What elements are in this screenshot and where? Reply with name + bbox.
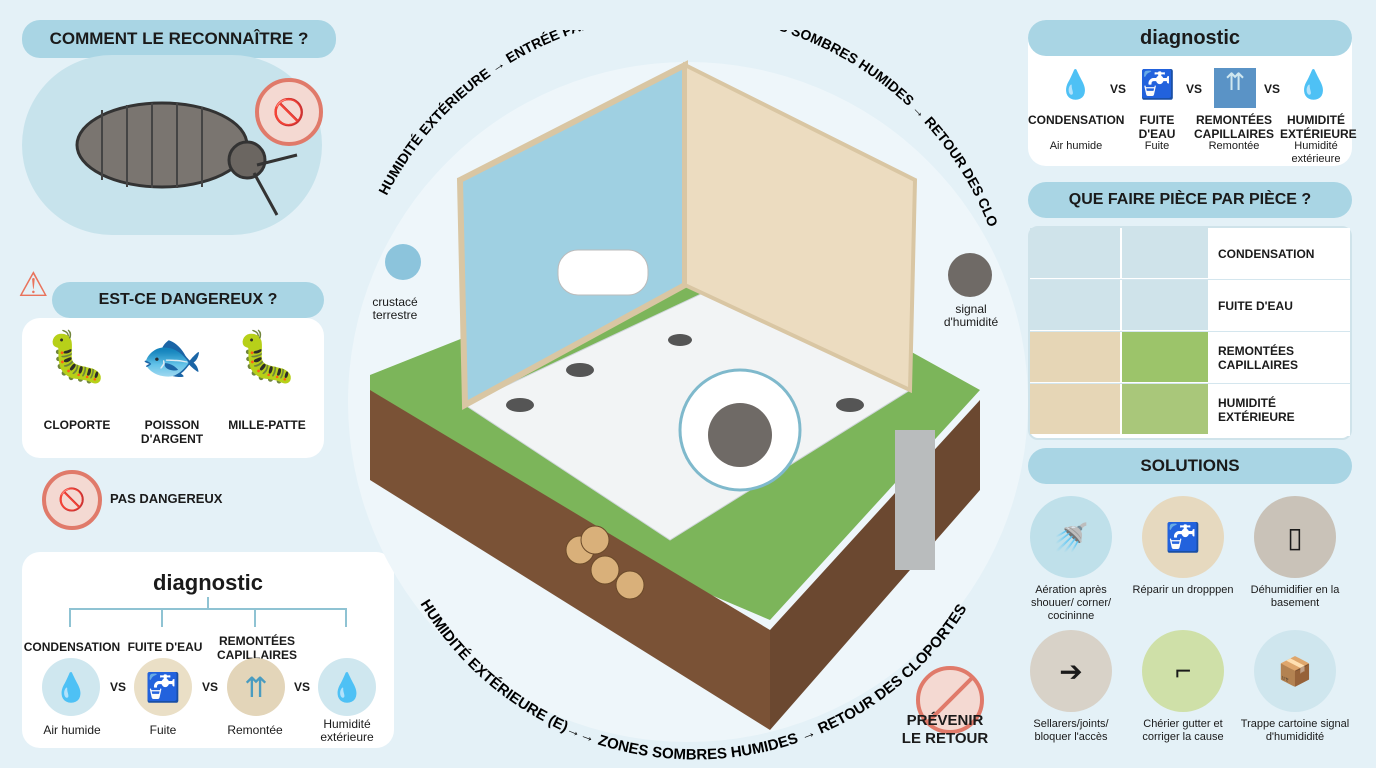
prevent-label: PRÉVENIR LE RETOUR bbox=[901, 712, 989, 747]
diag-condensation-title: CONDENSATION bbox=[23, 640, 121, 654]
diag-sub: Air humide bbox=[43, 723, 101, 737]
room-row-condensation: CONDENSATION bbox=[1030, 228, 1350, 280]
creature-cloporte: 🐛CLOPORTE bbox=[32, 328, 122, 432]
faucet-icon: 🚰 bbox=[1140, 69, 1175, 100]
outdoor-humidity-icon: 💧 bbox=[1296, 69, 1331, 100]
right-diagnostic-panel: diagnostic 💧 🚰 ⇈ 💧 VS VS VS CONDENSATION… bbox=[1028, 20, 1357, 166]
bathroom-thumbnail bbox=[1030, 228, 1120, 278]
vs-label: VS bbox=[202, 680, 219, 694]
woodlouse-icon: 🐛 bbox=[45, 329, 109, 385]
diag-title: FUITE D'EAU bbox=[1138, 113, 1176, 141]
millipede-icon: 🐛 bbox=[235, 329, 299, 385]
rooms-title: QUE FAIRE PIÈCE PAR PIÈCE ? bbox=[1028, 182, 1352, 218]
rolled-woodlouse-icon bbox=[948, 253, 992, 297]
solution-gutter: ⌐Chérier gutter et corriger la cause bbox=[1128, 630, 1238, 744]
sealing-icon: ➔ bbox=[1030, 630, 1112, 712]
callout-crustace: crustacé terrestre bbox=[372, 295, 418, 322]
shower-icon: 🚿 bbox=[1030, 496, 1112, 578]
diagnostic-tree-lines bbox=[69, 597, 347, 627]
droplets-icon: 💧 bbox=[42, 658, 100, 716]
solution-trap: 📦Trappe cartoine signal d'humididité bbox=[1240, 630, 1350, 744]
diag-sub: Remontée bbox=[227, 723, 283, 737]
no-insect-icon: 🚫 bbox=[255, 78, 323, 146]
foundation-wall bbox=[895, 430, 935, 570]
diag-remontees-title: REMONTÉES CAPILLAIRES bbox=[216, 634, 297, 662]
sink-icon bbox=[557, 249, 649, 296]
creatures-panel: 🐛CLOPORTE 🐟POISSON D'ARGENT 🐛MILLE-PATTE bbox=[22, 318, 324, 458]
solution-dehumidify: ▯Déhumidifier en la basement bbox=[1240, 496, 1350, 610]
dehumidifier-icon: ▯ bbox=[1254, 496, 1336, 578]
center-illustration: HUMIDITÉ EXTÉRIEURE → ENTRÉE PAR FISSURE… bbox=[340, 30, 1028, 764]
boxes-thumbnail bbox=[1122, 332, 1208, 382]
room-row-remontees: REMONTÉES CAPILLAIRES bbox=[1030, 332, 1350, 384]
left-diagnostic-panel: diagnostic CONDENSATION FUITE D'EAU REMO… bbox=[22, 552, 394, 748]
not-dangerous-label: PAS DANGEREUX bbox=[110, 491, 223, 506]
diagnostic-title: diagnostic bbox=[152, 570, 263, 595]
vs-label: VS bbox=[1186, 82, 1203, 96]
woodlouse-icon bbox=[75, 101, 298, 216]
diag-sub: Humidité extérieure bbox=[1291, 140, 1341, 165]
diag-title: REMONTÉES CAPILLAIRES bbox=[1193, 113, 1274, 141]
solution-aeration: 🚿Aération après shouuer/ corner/ cocinin… bbox=[1016, 496, 1126, 623]
vs-label: VS bbox=[110, 680, 127, 694]
room-row-fuite: FUITE D'EAU bbox=[1030, 280, 1350, 332]
droplets-icon-2: 💧 bbox=[318, 658, 376, 716]
faucet-icon: 🚰 bbox=[134, 658, 192, 716]
room-row-humidite: HUMIDITÉ EXTÉRIEURE bbox=[1030, 384, 1350, 436]
faucet-icon: 🚰 bbox=[1142, 496, 1224, 578]
droplet-icon bbox=[385, 244, 421, 280]
diag-sub: Fuite bbox=[149, 723, 177, 737]
gutter-icon: ⌐ bbox=[1142, 630, 1224, 712]
vs-label: VS bbox=[294, 680, 311, 694]
sink-thumbnail bbox=[1030, 280, 1120, 330]
solution-repair: 🚰Réparir un dropppen bbox=[1128, 496, 1238, 597]
vs-label: VS bbox=[1110, 82, 1127, 96]
condensation-icon: 💧 bbox=[1058, 69, 1093, 100]
exterior-thumbnail bbox=[1030, 384, 1120, 434]
not-dangerous-icon: 🚫 bbox=[42, 470, 102, 530]
creature-silverfish: 🐟POISSON D'ARGENT bbox=[127, 328, 217, 446]
solutions-title: SOLUTIONS bbox=[1028, 448, 1352, 484]
creature-millipede: 🐛MILLE-PATTE bbox=[222, 328, 312, 432]
right-diagnostic-title: diagnostic bbox=[1028, 20, 1352, 56]
cardboard-box-icon: 📦 bbox=[1254, 630, 1336, 712]
sink-thumbnail bbox=[1122, 228, 1208, 278]
recognize-title: COMMENT LE RECONNAÎTRE ? bbox=[22, 20, 336, 58]
rising-damp-icon: ⇈ bbox=[1214, 68, 1256, 108]
rising-arrows-icon: ⇈ bbox=[227, 658, 285, 716]
silverfish-icon: 🐟 bbox=[140, 329, 204, 385]
solution-seal: ➔Sellarers/joints/ bloquer l'accès bbox=[1016, 630, 1126, 744]
rising-damp-thumbnail bbox=[1030, 332, 1120, 382]
diag-title: CONDENSATION bbox=[1028, 113, 1125, 127]
callout-signal: signal d'humidité bbox=[943, 302, 999, 329]
crawlspace-thumbnail bbox=[1122, 384, 1208, 434]
diag-title: HUMIDITÉ EXTÉRIEURE bbox=[1280, 113, 1357, 141]
danger-title: EST-CE DANGEREUX ? bbox=[52, 282, 324, 318]
diag-sub: Humidité extérieure bbox=[320, 717, 374, 744]
leak-thumbnail bbox=[1122, 280, 1208, 330]
diag-sub: Air humide bbox=[1049, 140, 1103, 152]
diag-fuite-title: FUITE D'EAU bbox=[127, 640, 203, 654]
right-wall bbox=[683, 61, 918, 394]
vs-label: VS bbox=[1264, 82, 1281, 96]
diag-sub: Fuite bbox=[1144, 140, 1170, 152]
warning-icon: ⚠ bbox=[18, 266, 49, 304]
diag-sub: Remontée bbox=[1208, 140, 1260, 152]
